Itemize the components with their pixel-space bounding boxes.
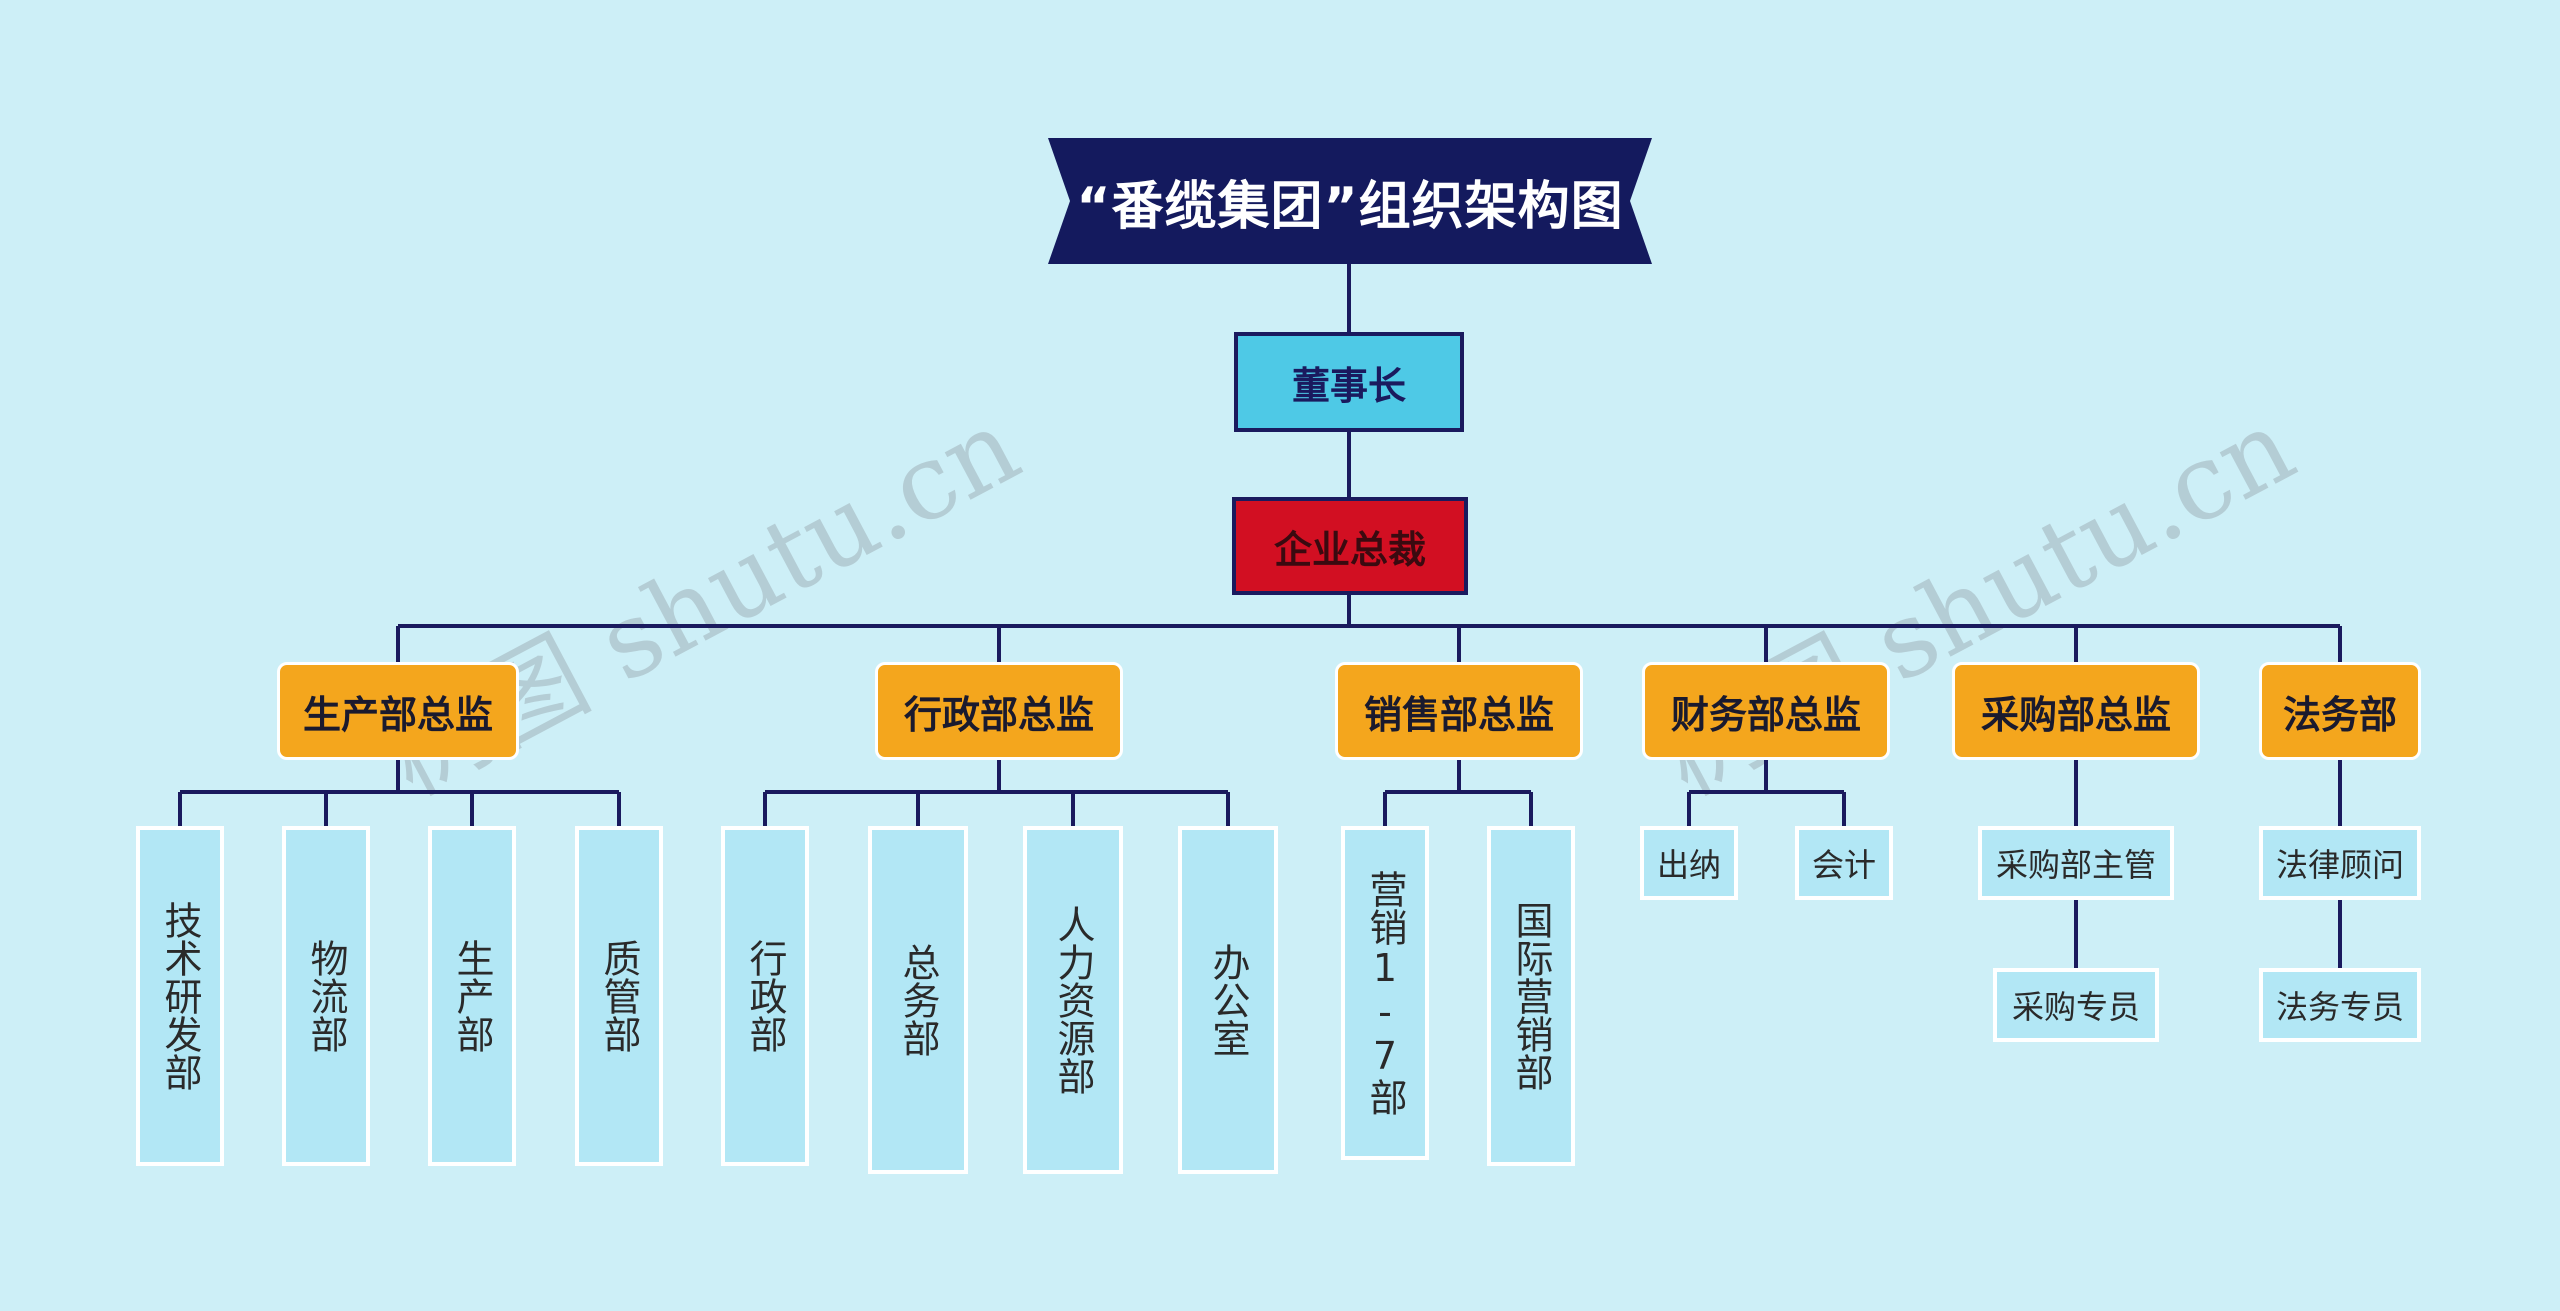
dept-quality[interactable]: 质管部 [575,826,663,1166]
dept-logistics[interactable]: 物流部 [282,826,370,1166]
dept-office[interactable]: 办公室 [1178,826,1278,1174]
director-finance[interactable]: 财务部总监 [1642,662,1890,760]
role-legal-advisor[interactable]: 法律顾问 [2259,826,2421,900]
role-purchasing-supervisor[interactable]: 采购部主管 [1978,826,2174,900]
director-sales[interactable]: 销售部总监 [1335,662,1583,760]
ceo-node[interactable]: 企业总裁 [1232,497,1468,595]
role-accountant[interactable]: 会计 [1795,826,1893,900]
dept-hr[interactable]: 人力资源部 [1023,826,1123,1174]
chairman-node[interactable]: 董事长 [1234,332,1464,432]
director-purchasing[interactable]: 采购部总监 [1952,662,2200,760]
title-banner [1048,138,1652,264]
director-admin[interactable]: 行政部总监 [875,662,1123,760]
dept-marketing-1-7[interactable]: 营销1-7部 [1341,826,1429,1160]
director-legal[interactable]: 法务部 [2259,662,2421,760]
dept-general-affairs[interactable]: 总务部 [868,826,968,1174]
dept-intl-marketing[interactable]: 国际营销部 [1487,826,1575,1166]
dept-admin[interactable]: 行政部 [721,826,809,1166]
role-cashier[interactable]: 出纳 [1640,826,1738,900]
dept-rnd[interactable]: 技术研发部 [136,826,224,1166]
role-purchasing-specialist[interactable]: 采购专员 [1993,968,2159,1042]
role-legal-specialist[interactable]: 法务专员 [2259,968,2421,1042]
dept-production[interactable]: 生产部 [428,826,516,1166]
director-production[interactable]: 生产部总监 [277,662,519,760]
chart-title: “番缆集团”组织架构图 [1076,176,1624,237]
